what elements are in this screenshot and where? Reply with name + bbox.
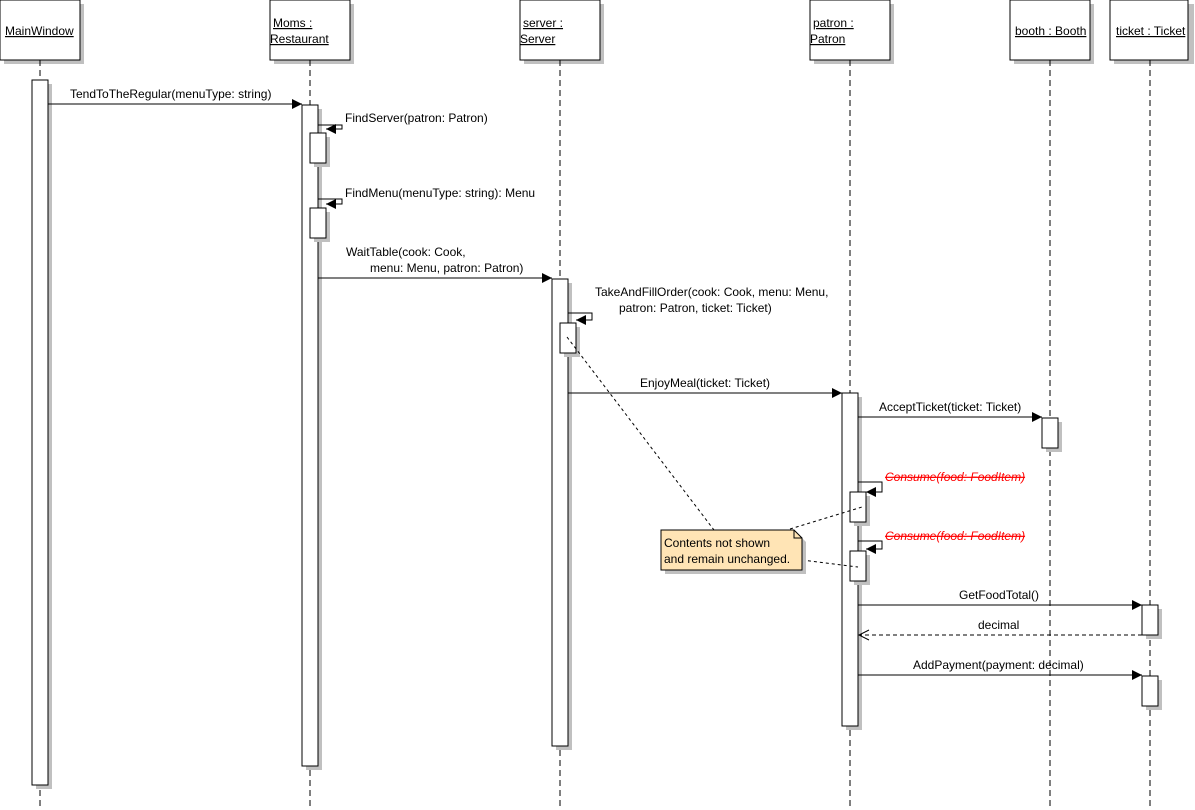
lifeline-patron-label-line2: Patron: [810, 32, 845, 46]
lifeline-patron[interactable]: patron : Patron: [809, 0, 894, 806]
activation-ticket-getfoodtotal: [1141, 604, 1162, 639]
activation-mainwindow: [31, 79, 52, 789]
lifeline-ticket[interactable]: ticket : Ticket: [1109, 0, 1194, 806]
arrowhead-icon: [832, 388, 842, 398]
arrowhead-icon: [542, 273, 552, 283]
lifeline-booth-label: booth : Booth: [1015, 24, 1086, 38]
lifeline-moms-label-line1: Moms :: [273, 16, 312, 30]
lifeline-mainwindow-label: MainWindow: [5, 24, 74, 38]
message-consume-1-deleted[interactable]: Consume(food: FoodItem): [858, 470, 1025, 497]
message-waittable[interactable]: WaitTable(cook: Cook, menu: Menu, patron…: [318, 245, 552, 283]
message-addpayment[interactable]: AddPayment(payment: decimal): [858, 658, 1142, 680]
message-label: AddPayment(payment: decimal): [913, 658, 1084, 672]
message-getfoodtotal[interactable]: GetFoodTotal(): [858, 588, 1142, 610]
message-findserver[interactable]: FindServer(patron: Patron): [318, 111, 488, 134]
arrowhead-icon: [326, 124, 336, 134]
activation-server-takefill: [559, 322, 580, 357]
arrowhead-icon: [576, 315, 586, 325]
message-label: FindMenu(menuType: string): Menu: [345, 186, 535, 200]
message-takeandfillorder[interactable]: TakeAndFillOrder(cook: Cook, menu: Menu,…: [568, 285, 828, 325]
lifeline-moms-label-line2: Restaurant: [270, 32, 329, 46]
lifeline-booth[interactable]: booth : Booth: [1009, 0, 1094, 806]
message-label-line1: WaitTable(cook: Cook,: [346, 245, 466, 259]
message-consume-2-deleted[interactable]: Consume(food: FoodItem): [858, 529, 1025, 554]
message-label: FindServer(patron: Patron): [345, 111, 488, 125]
message-enjoymeal[interactable]: EnjoyMeal(ticket: Ticket): [568, 376, 842, 398]
arrowhead-icon: [866, 487, 876, 497]
activation-patron-consume2: [849, 550, 870, 585]
message-label: EnjoyMeal(ticket: Ticket): [640, 376, 770, 390]
arrowhead-icon: [1032, 412, 1042, 422]
lifeline-server-label-line1: server :: [523, 16, 563, 30]
activation-server: [551, 278, 572, 750]
activation-booth: [1041, 417, 1062, 452]
message-label-line1: TakeAndFillOrder(cook: Cook, menu: Menu,: [595, 285, 828, 299]
message-label: Consume(food: FoodItem): [885, 529, 1025, 543]
lifeline-server-label-line2: Server: [520, 32, 555, 46]
lifeline-ticket-label: ticket : Ticket: [1116, 24, 1186, 38]
arrowhead-icon: [1132, 670, 1142, 680]
activation-ticket-addpayment: [1141, 675, 1162, 710]
message-findmenu[interactable]: FindMenu(menuType: string): Menu: [318, 186, 535, 209]
message-label: decimal: [978, 618, 1019, 632]
message-tendtotheregular[interactable]: TendToTheRegular(menuType: string): [48, 87, 302, 109]
activation-moms-findserver: [309, 132, 330, 167]
arrowhead-icon: [866, 544, 876, 554]
activation-moms: [301, 104, 322, 770]
lifeline-server[interactable]: server : Server: [519, 0, 604, 806]
note-text-line1: Contents not shown: [664, 536, 770, 550]
arrowhead-icon: [1132, 600, 1142, 610]
message-return-decimal[interactable]: decimal: [857, 618, 1142, 641]
note-contents-not-shown[interactable]: Contents not shown and remain unchanged.: [660, 529, 806, 574]
message-label: GetFoodTotal(): [959, 588, 1039, 602]
message-label: Consume(food: FoodItem): [885, 470, 1025, 484]
lifeline-mainwindow[interactable]: MainWindow: [0, 0, 84, 806]
message-acceptticket[interactable]: AcceptTicket(ticket: Ticket): [858, 400, 1042, 422]
activation-moms-findmenu: [309, 207, 330, 242]
activation-patron-consume1: [849, 491, 870, 526]
note-connectors: [566, 336, 863, 568]
message-label: AcceptTicket(ticket: Ticket): [879, 400, 1021, 414]
message-label-line2: patron: Patron, ticket: Ticket): [619, 301, 772, 315]
message-label-line2: menu: Menu, patron: Patron): [370, 261, 523, 275]
arrowhead-icon: [326, 199, 336, 209]
note-text-line2: and remain unchanged.: [664, 552, 790, 566]
open-arrowhead-icon: [857, 629, 870, 641]
lifeline-patron-label-line1: patron :: [813, 16, 854, 30]
arrowhead-icon: [292, 99, 302, 109]
message-label: TendToTheRegular(menuType: string): [70, 87, 271, 101]
